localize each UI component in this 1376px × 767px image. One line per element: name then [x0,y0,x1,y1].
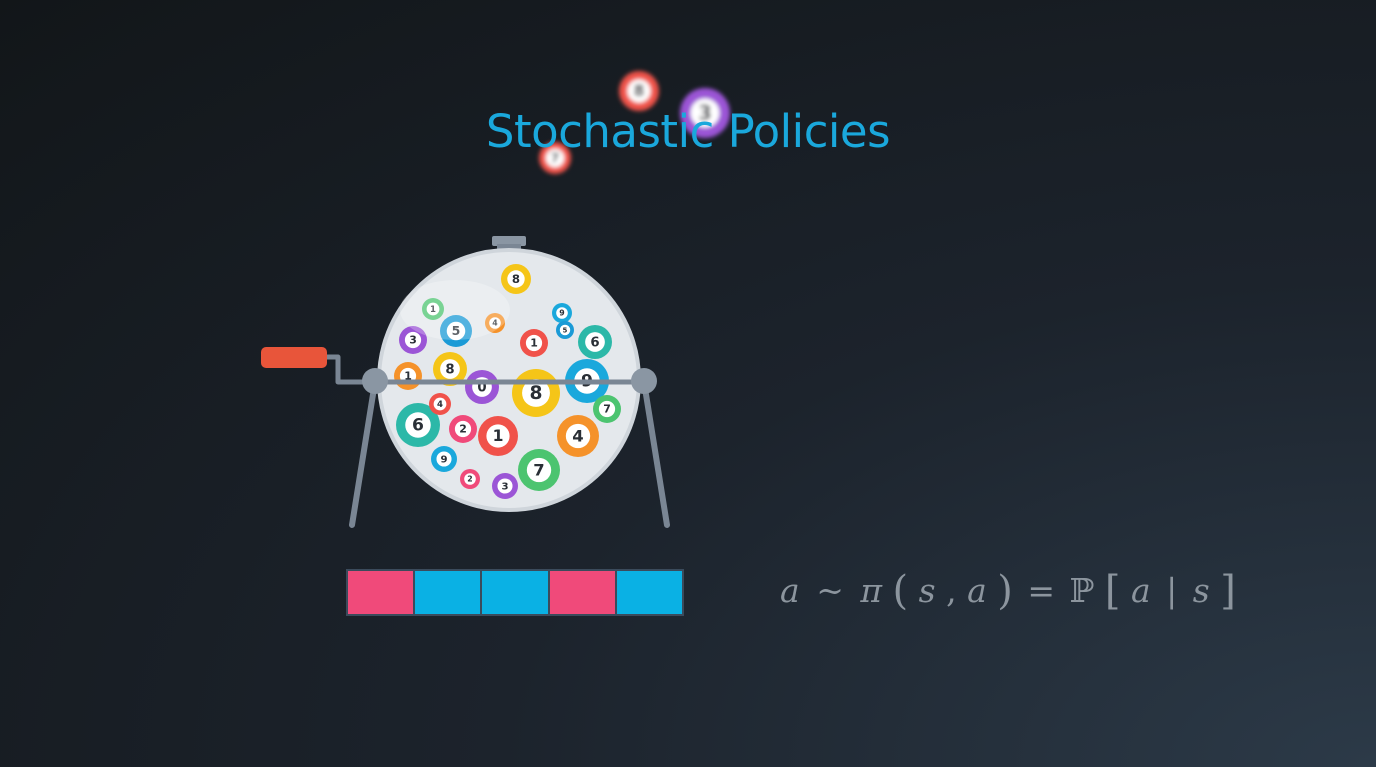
ball-inside-3: 5 [440,315,472,347]
lottery-drum: 815493165808962174972314 [377,236,641,512]
ball-number: 9 [440,454,447,465]
formula-equals: = [1027,571,1056,610]
action-cell-2 [415,571,481,614]
ball-inside-18: 4 [557,415,599,457]
ball-number: 3 [698,102,712,125]
balls-flying: 8 3 7 [539,71,730,174]
ball-inside-4: 4 [485,313,505,333]
ball-inside-21: 2 [460,469,480,489]
ball-inside-23: 1 [394,362,422,390]
formula-a-cond: a [1130,571,1151,610]
formula-s-cond: s [1192,571,1210,610]
ball-inside-2: 1 [422,298,444,320]
formula-open-paren: ( [892,568,909,614]
policy-formula: a ~ π ( s , a ) = ℙ [ a | s ] [780,566,1236,614]
formula-open-bracket: [ [1104,568,1121,614]
ball-inside-11: 0 [465,370,499,404]
balls-inside: 815493165808962174972314 [394,264,621,499]
ball-inside-19: 9 [431,446,457,472]
ball-inside-16: 1 [478,416,518,456]
ball-number: 1 [430,305,436,315]
ball-flying-3: 7 [539,142,571,174]
ball-flying-1: 8 [619,71,659,111]
left-pivot [362,368,388,394]
drum-stand [349,368,670,528]
action-cell-5 [616,571,683,614]
ball-number: 7 [551,150,560,165]
ball-inside-22: 3 [492,473,518,499]
formula-close-paren: ) [997,568,1013,614]
ball-inside-8: 6 [578,325,612,359]
ball-number: 3 [409,334,417,347]
action-cell-1 [348,571,414,614]
formula-pi: π [860,571,883,610]
ball-flying-2: 3 [680,88,730,138]
ball-number: 4 [437,400,443,410]
drum-cap [492,236,526,246]
ball-number: 3 [501,481,508,492]
ball-number: 1 [493,427,504,445]
ball-inside-17: 7 [593,395,621,423]
ball-inside-15: 2 [449,415,477,443]
ball-number: 6 [590,335,599,350]
ball-number: 2 [467,475,472,484]
formula-comma: , [946,571,957,610]
ball-number: 2 [459,423,467,436]
action-bar [346,569,684,616]
ball-inside-1: 8 [501,264,531,294]
ball-inside-10: 8 [433,352,467,386]
ball-number: 6 [412,416,424,436]
ball-number: 8 [445,362,454,377]
ball-number: 1 [530,337,538,350]
ball-number: 8 [512,272,520,286]
crank-grip[interactable] [261,347,327,368]
crank-handle[interactable] [261,347,375,385]
ball-number: 8 [529,383,542,404]
ball-inside-12: 8 [512,369,560,417]
formula-a: a [780,571,800,610]
formula-tilde: ~ [816,571,844,610]
ball-number: 4 [572,426,583,445]
ball-number: 7 [603,403,611,416]
formula-prob: ℙ [1069,571,1095,610]
formula-bar: | [1166,571,1178,610]
ball-number: 5 [452,323,461,338]
ball-inside-24: 4 [429,393,451,415]
action-cell-3 [482,571,548,614]
action-cell-4 [549,571,615,614]
slide-title: Stochastic Policies [485,105,891,158]
right-pivot [631,368,657,394]
ball-inside-5: 9 [552,303,572,323]
ball-number: 1 [404,370,412,383]
ball-inside-14: 6 [396,403,440,447]
formula-close-bracket: ] [1220,568,1236,614]
ball-number: 4 [492,319,498,328]
formula-a-arg: a [967,571,987,610]
ball-number: 9 [559,309,564,318]
ball-number: 0 [477,380,486,395]
ball-inside-6: 3 [399,326,427,354]
ball-number: 7 [533,460,544,479]
formula-s: s [918,571,936,610]
ball-inside-9: 5 [556,321,574,339]
ball-inside-7: 1 [520,329,548,357]
ball-number: 5 [563,325,568,334]
ball-number: 8 [634,82,645,100]
ball-inside-20: 7 [518,449,560,491]
